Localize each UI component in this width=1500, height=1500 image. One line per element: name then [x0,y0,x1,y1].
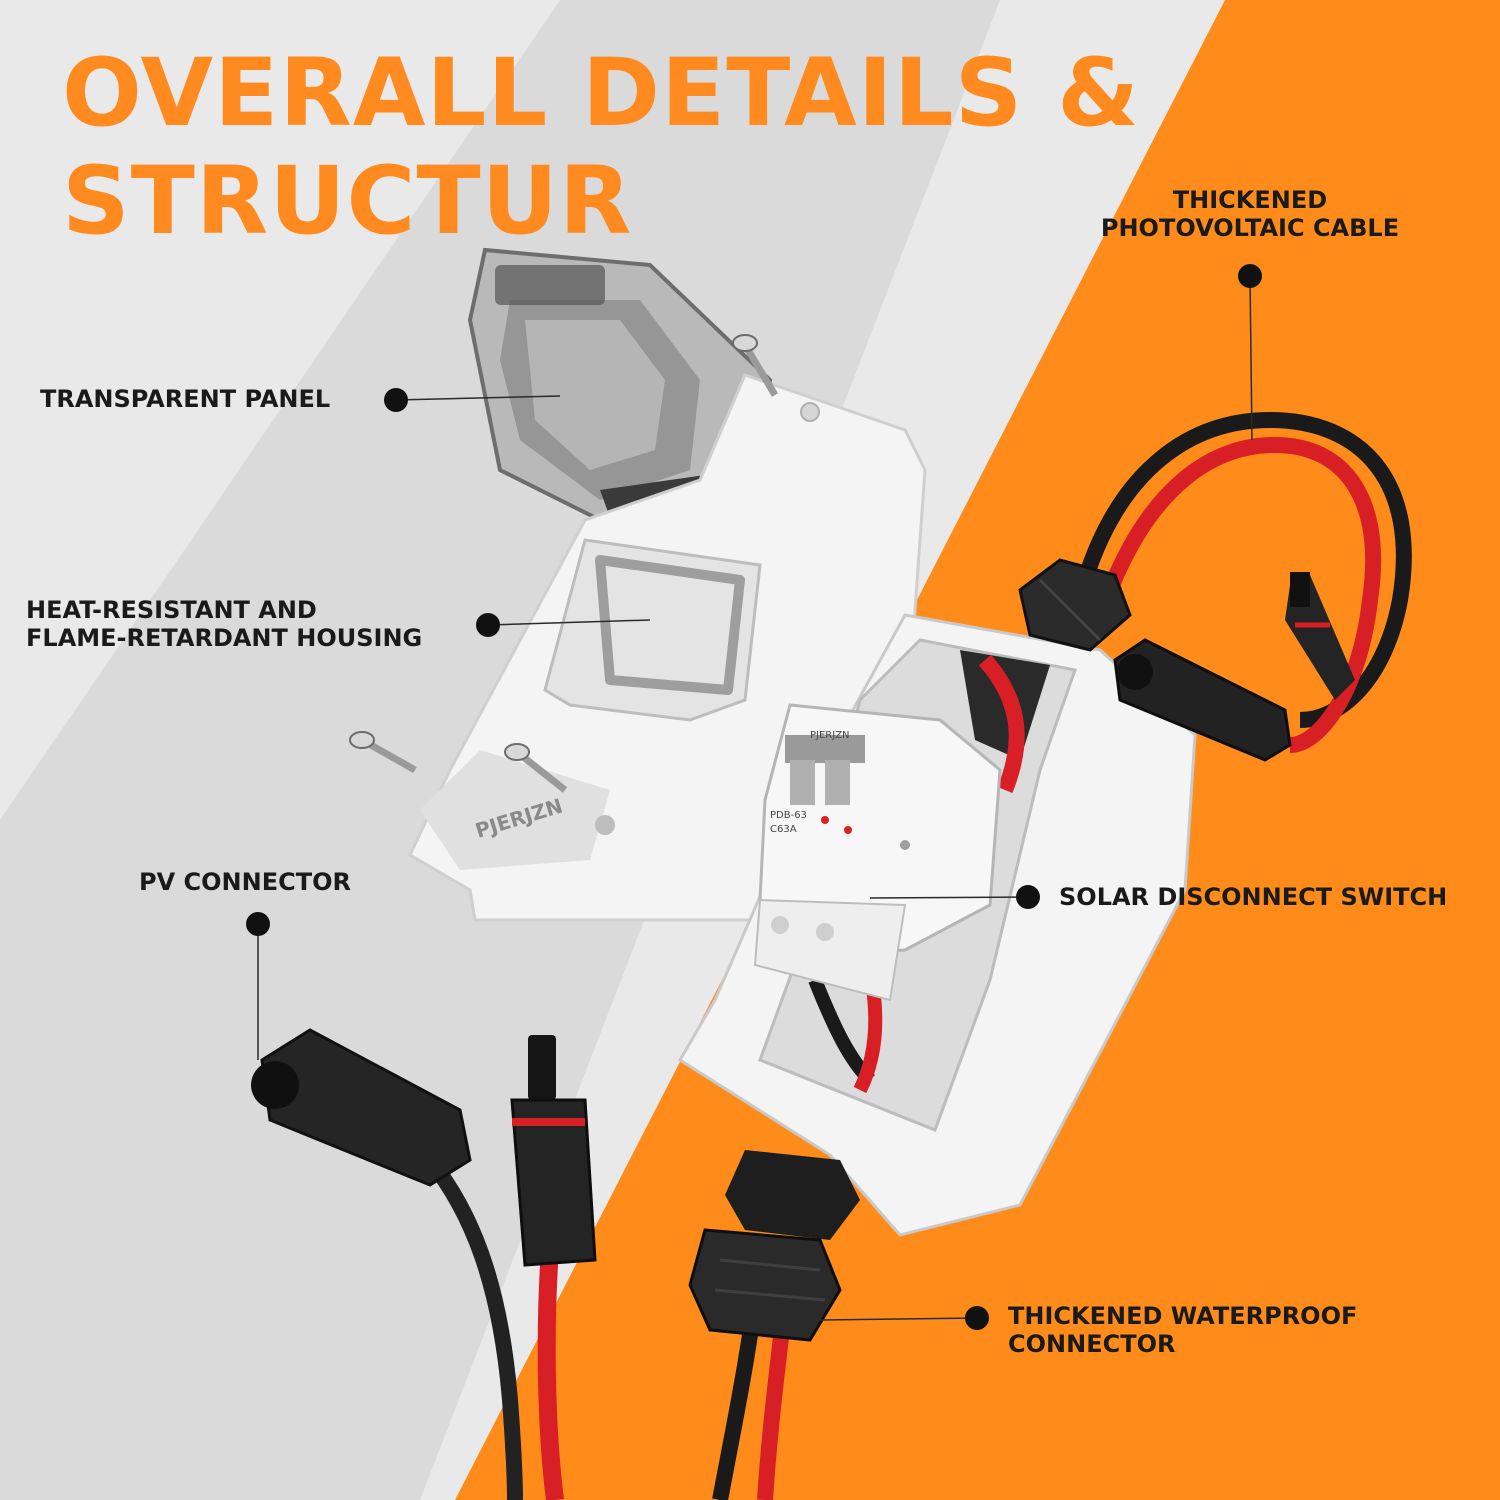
title-line-2: STRUCTUR [62,147,633,256]
label-waterproof-connector: THICKENED WATERPROOF CONNECTOR [1008,1302,1357,1358]
circuit-breaker [753,703,1002,1002]
callout-dot-pv-connector [246,912,270,936]
page-title: OVERALL DETAILS & STRUCTUR [62,40,1140,256]
right-pv-connectors [1113,572,1355,762]
label-transparent-panel: TRANSPARENT PANEL [40,385,331,413]
bottom-cable-gland [688,1150,860,1500]
breaker-rating: C63A [770,824,797,835]
label-pv-connector: PV CONNECTOR [139,868,351,896]
label-waterproof-line-1: THICKENED WATERPROOF [1008,1302,1358,1330]
label-housing-line-1: HEAT-RESISTANT AND [26,596,317,624]
label-waterproof-line-2: CONNECTOR [1008,1330,1176,1358]
screws [349,334,779,793]
label-housing-line-2: FLAME-RETARDANT HOUSING [26,624,423,652]
top-cable-gland [1018,558,1132,652]
callout-dot-housing [476,613,500,637]
label-housing: HEAT-RESISTANT AND FLAME-RETARDANT HOUSI… [26,596,422,652]
label-photovoltaic-cable: THICKENED PHOTOVOLTAIC CABLE [1080,186,1420,242]
callout-dot-waterproof [965,1306,989,1330]
breaker-brand: PJERJZN [810,730,850,741]
photovoltaic-cable-loop [1077,411,1412,753]
callout-dot-transparent-panel [384,388,408,412]
left-pv-connectors [251,1028,597,1500]
breaker-model: PDB-63 [770,810,807,821]
label-cable-line-1: THICKENED [1172,186,1328,214]
callout-dot-switch [1016,885,1040,909]
callout-lines [257,275,1253,1321]
label-cable-line-2: PHOTOVOLTAIC CABLE [1100,214,1400,242]
label-disconnect-switch: SOLAR DISCONNECT SWITCH [1059,883,1448,911]
title-line-1: OVERALL DETAILS & [62,39,1141,148]
callout-dot-cable [1238,264,1262,288]
